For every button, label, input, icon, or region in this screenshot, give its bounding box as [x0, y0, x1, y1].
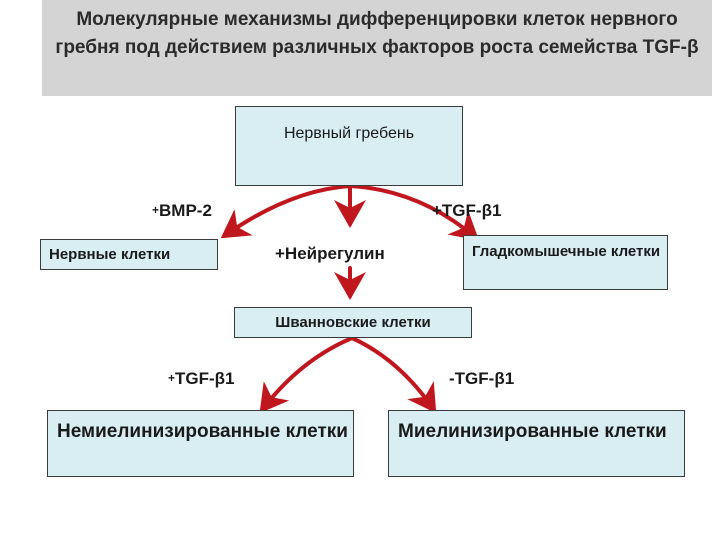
- nerve-cells-node: Нервные клетки: [40, 239, 218, 270]
- title-band: [42, 0, 712, 96]
- smooth-muscle-node: Гладкомышечные клетки: [463, 235, 668, 290]
- schwann-cells-node: Шванновские клетки: [234, 307, 472, 338]
- myelinated-cells-node: Миелинизированные клетки: [388, 410, 685, 477]
- unmyelinated-cells-node: Немиелинизированные клетки: [47, 410, 354, 477]
- arrow-to-nerve-cells: [220, 184, 352, 239]
- tgf-left-label: +TGF-β1: [168, 369, 235, 388]
- tgf-top-label: +TGF-β1: [432, 201, 502, 220]
- arrow-to-smooth-muscle: [348, 184, 480, 241]
- tgf-right-label: -TGF-β1: [449, 369, 515, 388]
- neural-crest-node: Нервный гребень: [235, 106, 463, 186]
- arrow-to-myelinated: [350, 336, 437, 414]
- arrow-to-unmyelinated: [259, 336, 354, 414]
- bmp2-label: +BMP-2: [152, 201, 212, 220]
- slide-title: Молекулярные механизмы дифференцировки к…: [55, 9, 699, 58]
- neuregulin-label: +Нейрегулин: [275, 244, 385, 263]
